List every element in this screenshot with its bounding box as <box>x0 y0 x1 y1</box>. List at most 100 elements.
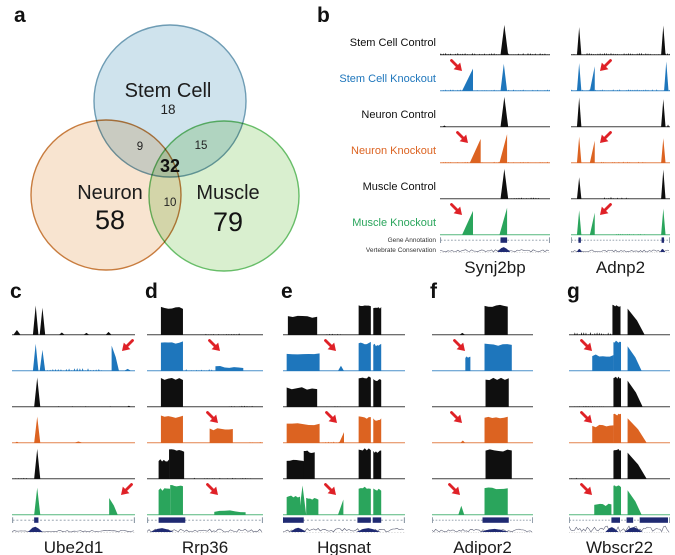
track-label-column: Stem Cell Control Stem Cell Knockout Neu… <box>318 20 436 256</box>
venn-count-stem-cell: 18 <box>160 102 175 117</box>
panel-b-column-synj2bp: Synj2bp <box>440 20 550 277</box>
signal-track-blue <box>12 336 135 372</box>
gene-name-synj2bp: Synj2bp <box>464 258 526 277</box>
signal-track-black <box>12 372 135 408</box>
signal-track-black <box>440 164 550 200</box>
track-label-muscle-control: Muscle Control <box>362 181 436 193</box>
track-column <box>440 20 550 256</box>
track-label-muscle-knockout: Muscle Knockout <box>352 217 436 229</box>
signal-track-green <box>571 200 670 236</box>
gene-name-hgsnat: Hgsnat <box>317 538 371 555</box>
panel-e: e Hgsnat <box>281 280 405 555</box>
track-column <box>569 300 670 536</box>
red-arrow-icon <box>449 59 462 71</box>
track-column <box>571 20 670 256</box>
panel-letter-b: b <box>317 4 330 27</box>
red-arrow-icon <box>208 339 221 351</box>
gene-name-wbscr22: Wbscr22 <box>585 538 654 555</box>
vertebrate-conservation-track <box>432 524 533 536</box>
panel-letter-e: e <box>281 280 293 303</box>
track-label-stem-cell-control: Stem Cell Control <box>349 37 436 49</box>
signal-track-black <box>432 444 533 480</box>
vertebrate-conservation-track <box>569 524 670 536</box>
gene-annotation-track <box>432 516 533 524</box>
gene-annotation-track <box>147 516 263 524</box>
signal-track-green <box>147 480 263 516</box>
panel-d: d Rrp36 <box>145 280 263 555</box>
signal-track-blue <box>147 336 263 372</box>
signal-track-black <box>569 372 670 408</box>
vertebrate-conservation-track <box>440 244 550 256</box>
signal-track-black <box>147 444 263 480</box>
red-arrow-icon <box>449 203 462 215</box>
signal-track-black <box>571 92 670 128</box>
panel-letter-c: c <box>10 280 22 303</box>
gene-name-ube2d1: Ube2d1 <box>43 538 104 555</box>
signal-track-orange <box>432 408 533 444</box>
signal-track-blue <box>283 336 405 372</box>
gene-name-adipor2: Adipor2 <box>453 538 512 555</box>
red-arrow-icon <box>448 483 461 495</box>
signal-track-orange <box>440 128 550 164</box>
panel-c: c Ube2d1 <box>10 280 135 555</box>
signal-track-black <box>147 372 263 408</box>
gene-annotation-track <box>571 236 670 244</box>
red-arrow-icon <box>599 203 612 215</box>
gene-annotation-track <box>12 516 135 524</box>
signal-track-blue <box>440 56 550 92</box>
gene-name-rrp36: Rrp36 <box>181 538 229 555</box>
venn-label-neuron: Neuron <box>77 182 143 204</box>
red-arrow-icon <box>456 131 469 143</box>
signal-track-black <box>440 20 550 56</box>
red-arrow-icon <box>599 131 612 143</box>
gene-annotation-label: Gene Annotation <box>387 236 436 244</box>
gene-annotation-track <box>569 516 670 524</box>
vertebrate-conservation-track <box>147 524 263 536</box>
track-column <box>147 300 263 536</box>
panel-letter-d: d <box>145 280 158 303</box>
track-column <box>12 300 135 536</box>
signal-track-black <box>283 444 405 480</box>
signal-track-black <box>283 372 405 408</box>
signal-track-black <box>12 444 135 480</box>
signal-track-green <box>283 480 405 516</box>
track-label-neuron-knockout: Neuron Knockout <box>351 145 436 157</box>
venn-overlap-neuron-muscle: 10 <box>164 197 177 209</box>
signal-track-black <box>432 372 533 408</box>
venn-overlap-center: 32 <box>160 156 180 176</box>
venn-overlap-stem-muscle: 15 <box>195 140 208 152</box>
panel-letter-f: f <box>430 280 437 303</box>
red-arrow-icon <box>122 339 135 351</box>
signal-track-orange <box>12 408 135 444</box>
signal-track-blue <box>432 336 533 372</box>
venn-count-neuron: 58 <box>95 205 125 235</box>
red-arrow-icon <box>580 483 593 495</box>
signal-track-green <box>569 480 670 516</box>
vertebrate-conservation-track <box>12 524 135 536</box>
signal-track-orange <box>283 408 405 444</box>
panel-f: f Adipor2 <box>430 280 533 555</box>
vertebrate-conservation-track <box>571 244 670 256</box>
track-column <box>283 300 405 536</box>
red-arrow-icon <box>599 59 612 71</box>
red-arrow-icon <box>121 483 133 495</box>
signal-track-black <box>440 92 550 128</box>
signal-track-black <box>12 300 135 336</box>
signal-track-black <box>571 164 670 200</box>
gene-annotation-track <box>440 236 550 244</box>
panel-g: g Wbscr22 <box>567 281 670 555</box>
red-arrow-icon <box>580 411 593 423</box>
red-arrow-icon <box>324 339 337 351</box>
red-arrow-icon <box>325 411 338 423</box>
red-arrow-icon <box>206 411 218 423</box>
signal-track-black <box>569 300 670 336</box>
red-arrow-icon <box>450 411 463 423</box>
red-arrow-icon <box>580 339 593 351</box>
signal-track-orange <box>571 128 670 164</box>
signal-track-green <box>12 480 135 516</box>
signal-track-black <box>147 300 263 336</box>
venn-overlap-stem-neuron: 9 <box>137 141 143 153</box>
gene-annotation-track <box>283 516 405 524</box>
track-label-neuron-control: Neuron Control <box>361 109 436 121</box>
